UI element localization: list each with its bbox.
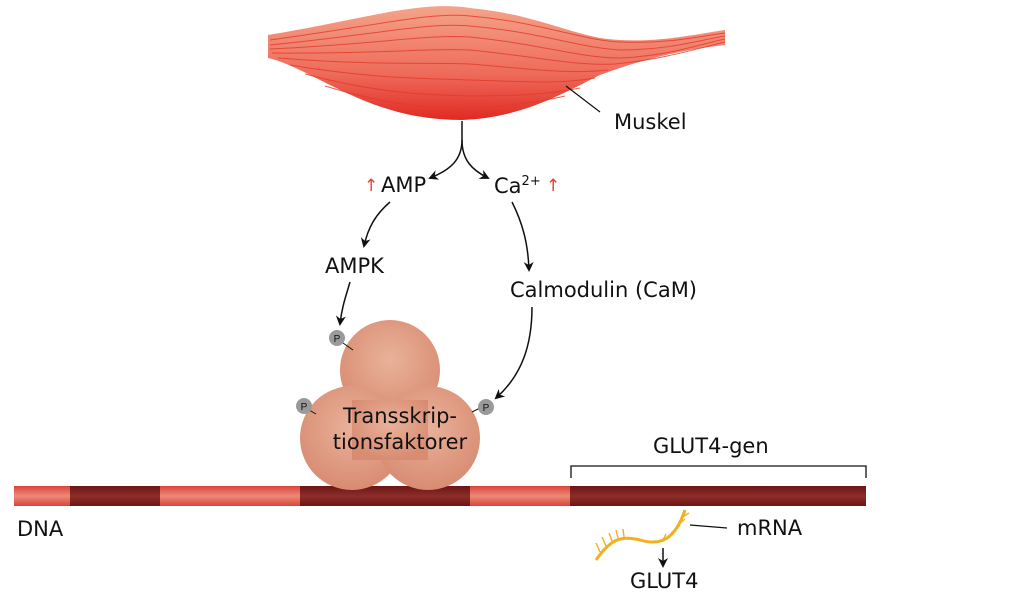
ampk-label: AMPK [325,254,384,278]
arrow-calcium-to-calmodulin [511,201,534,272]
phosphate-group: P [329,330,354,351]
dna-strand [14,486,866,506]
mrna-label: mRNA [737,516,803,540]
tf-label-line1: Transskrip- [343,404,457,428]
calcium-symbol: Ca [494,174,522,198]
dna-label: DNA [17,517,64,541]
svg-text:P: P [483,403,490,414]
svg-text:P: P [334,334,341,345]
mrna-strand [594,509,690,561]
transcription-factor-label: Transskrip- tionsfaktorer [320,403,480,455]
phosphate-group: P [296,398,317,415]
amp-label: AMP [381,173,427,197]
calcium-label: Ca2+ [494,175,541,197]
arrow-to-calcium [461,139,490,179]
amp-increase-arrow-icon: ↑ [364,176,379,196]
muscle-leader-line [565,85,601,113]
mrna-leader-line [689,524,728,529]
calmodulin-label: Calmodulin (CaM) [510,278,698,302]
gene-bracket [570,465,867,478]
gene-label: GLUT4-gen [653,434,769,458]
muscle-label: Muskel [614,110,687,134]
calcium-increase-arrow-icon: ↑ [546,176,561,196]
tf-label-line2: tionsfaktorer [332,430,468,454]
muscle-illustration [268,6,726,121]
arrow-amp-to-ampk [360,201,391,248]
phosphate-group: P [471,399,494,415]
svg-text:P: P [301,402,308,413]
arrow-to-amp [428,121,463,180]
transcription-factor-complex [300,320,480,490]
arrow-ampk-to-tf [335,281,351,326]
calcium-charge: 2+ [521,174,541,189]
glut4-protein-label: GLUT4 [630,569,699,593]
arrow-calmodulin-to-tf [494,306,533,400]
glut4-gene-segment [570,486,866,506]
